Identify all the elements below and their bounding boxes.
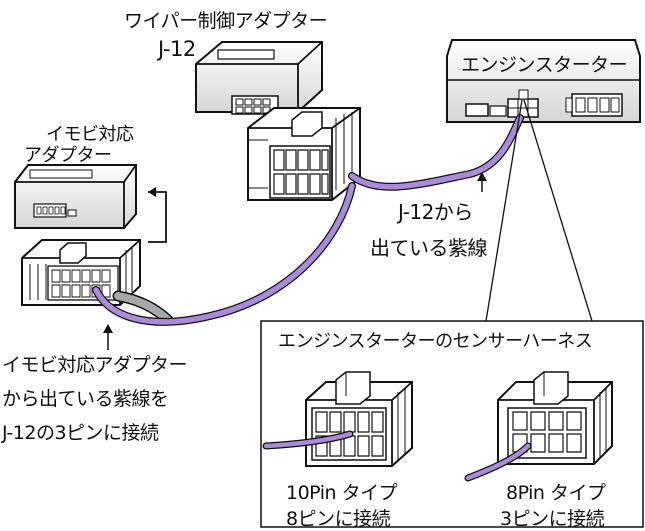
harness-10pin-type: 10Pin タイプ xyxy=(286,482,398,504)
wiper-adapter-model: J-12 xyxy=(158,37,196,61)
j12-harness-connector xyxy=(247,107,361,201)
harness-8pin-instruction: 3ピンに接続 xyxy=(500,508,605,530)
purple-wire-j12-label-2: 出ている紫線 xyxy=(370,236,488,260)
note-line-3: J-12の3ピンに接続 xyxy=(2,422,159,444)
wiper-adapter-name: ワイパー制御アダプター xyxy=(124,10,328,32)
harness-10pin-instruction: 8ピンに接続 xyxy=(286,508,391,530)
callout-line-left xyxy=(485,99,523,322)
immobi-adapter-label-2: アダプター xyxy=(24,145,112,166)
note-line-2: から出ている紫線を xyxy=(2,388,169,410)
immobi-harness-connector xyxy=(21,239,141,306)
immobi-adapter-label-1: イモビ対応 xyxy=(46,124,134,145)
bracket-arrow-head xyxy=(148,187,156,197)
purple-wire-j12-label-1: J-12から xyxy=(398,200,473,224)
wiper-adapter-unit xyxy=(195,41,323,115)
immobi-adapter-unit xyxy=(14,164,137,229)
engine-starter-label: エンジンスターター xyxy=(461,54,628,76)
sensor-connector-8pin xyxy=(497,371,613,465)
purple-wire-j12-to-starter xyxy=(348,114,524,191)
adapter-link-bracket xyxy=(148,191,167,243)
engine-starter-unit xyxy=(446,39,641,123)
harness-title: エンジンスターターのセンサーハーネス xyxy=(278,331,593,352)
note-line-1: イモビ対応アダプター xyxy=(2,354,188,376)
harness-8pin-type: 8Pin タイプ xyxy=(506,482,606,504)
callout-line-right xyxy=(523,99,593,322)
sensor-connector-10pin xyxy=(305,371,413,467)
